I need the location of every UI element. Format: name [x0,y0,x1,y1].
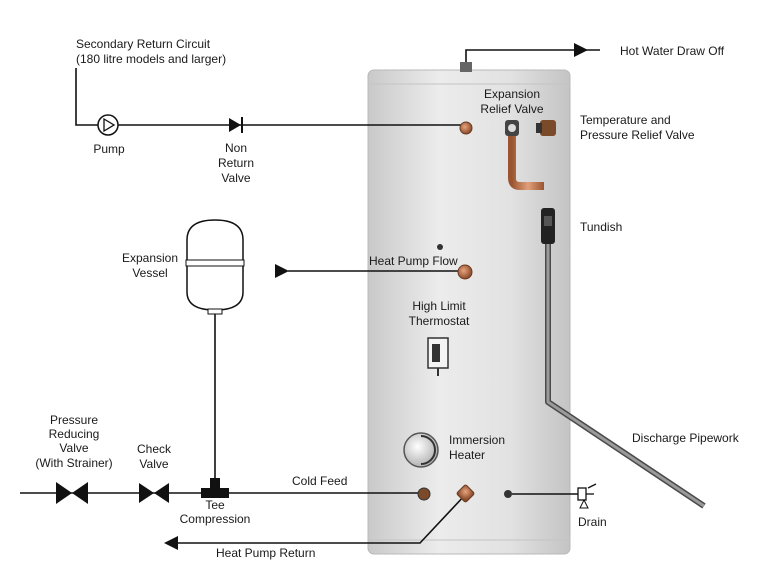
heat-pump-flow-label: Heat Pump Flow [369,254,458,268]
flow-arrow-icon [164,536,178,550]
expansion-vessel [185,219,245,486]
pressure-reducing-valve-label-4: (With Strainer) [35,456,112,470]
non-return-valve-icon [229,117,243,133]
flow-arrow-icon [275,264,289,278]
temp-pressure-relief-valve-label-2: Pressure Relief Valve [580,128,695,142]
check-valve-label: Check [137,442,172,456]
pressure-reducing-valve-label-3: Valve [59,441,88,455]
secondary-return-label: Secondary Return Circuit [76,37,211,51]
secondary-return-sublabel: (180 litre models and larger) [76,52,226,66]
secondary-return-fitting [459,121,473,135]
flow-arrow-icon [574,43,588,57]
heat-pump-return-fitting [456,484,475,503]
non-return-valve-label-3: Valve [221,171,250,185]
cold-feed-fitting [417,487,431,501]
pressure-reducing-valve-label-2: Reducing [49,427,100,441]
drain-valve-icon [577,483,597,509]
heat-pump-return-label: Heat Pump Return [216,546,315,560]
discharge-pipework [545,244,706,509]
hot-water-draw-off-label: Hot Water Draw Off [620,44,725,58]
heat-pump-flow-pipe [275,264,460,278]
immersion-heater-icon [403,432,439,468]
non-return-valve-label: Non [225,141,247,155]
thermostat-icon [427,337,449,376]
cylinder [367,62,571,555]
non-return-valve-label-2: Return [218,156,254,170]
pump-label: Pump [93,142,125,156]
relief-valve-pipework [505,120,556,244]
tee-compression-label: Tee [205,498,225,512]
expansion-vessel-label: Expansion [122,251,178,265]
pressure-reducing-valve-label: Pressure [50,413,98,427]
tundish-label: Tundish [580,220,622,234]
check-valve-label-2: Valve [139,457,168,471]
sensor-pocket [437,244,443,250]
high-limit-thermostat-label: High Limit [412,299,466,313]
high-limit-thermostat-label-2: Thermostat [409,314,470,328]
immersion-heater-label: Immersion [449,433,505,447]
immersion-heater-label-2: Heater [449,448,485,462]
secondary-return-pipe [75,68,462,126]
drain-label: Drain [578,515,607,529]
discharge-pipework-label: Discharge Pipework [632,431,740,445]
tee-compression-icon [201,478,229,498]
cold-feed-label: Cold Feed [292,474,347,488]
drain-pipe [504,490,578,498]
expansion-vessel-label-2: Vessel [132,266,167,280]
pump-icon [97,114,119,136]
pressure-reducing-valve-icon [56,482,88,504]
expansion-relief-valve-label: Expansion [484,87,540,101]
tee-compression-label-2: Compression [180,512,251,526]
heat-pump-return-pipe [164,493,467,550]
expansion-relief-valve-label-2: Relief Valve [480,102,543,116]
heat-pump-flow-fitting [457,264,473,280]
check-valve-icon [139,483,169,503]
hot-water-draw-off-pipe [465,43,600,62]
temp-pressure-relief-valve-label: Temperature and [580,113,671,127]
